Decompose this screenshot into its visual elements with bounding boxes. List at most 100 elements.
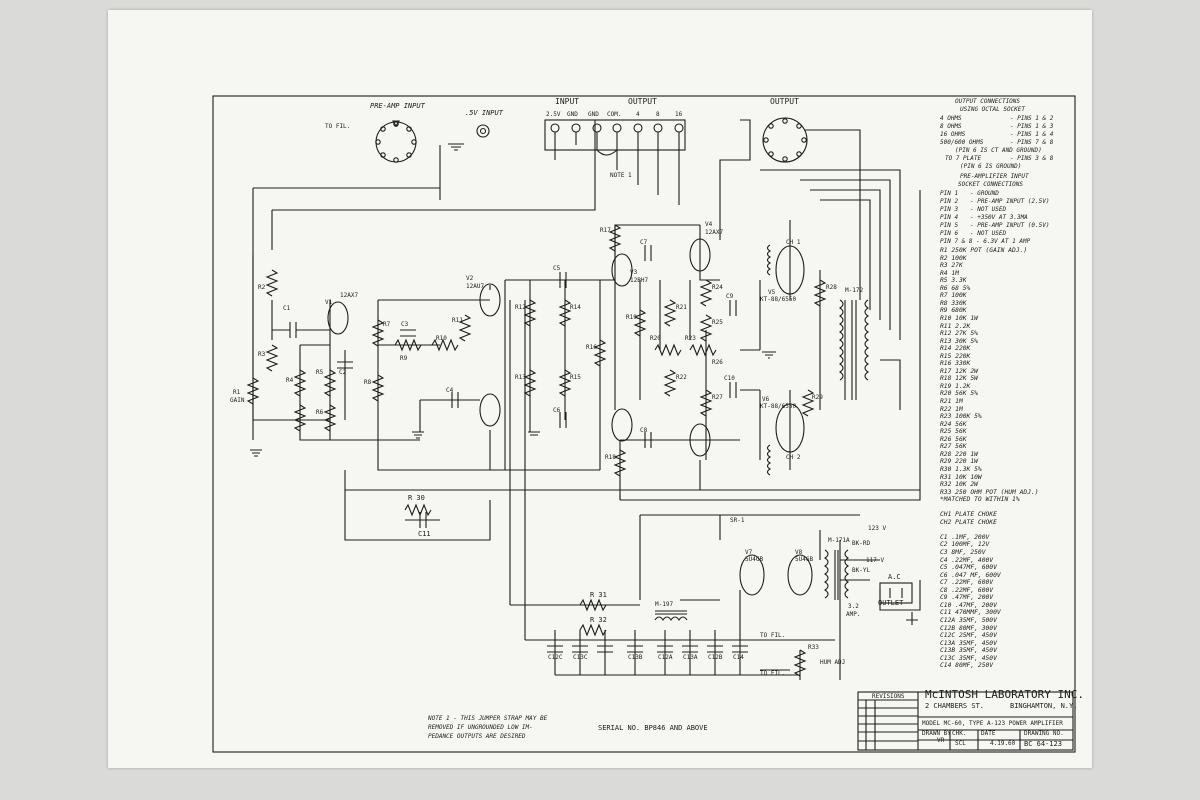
coax-jack — [476, 124, 490, 138]
tube-v3-type: 12BH7 — [630, 277, 649, 284]
preamp-pin: PIN 2 — [940, 198, 959, 205]
parts-list-item: C6 .047 MF, 600V — [940, 571, 1001, 579]
parts-list-item: R20 56K 5% — [940, 390, 978, 398]
preamp-pin: PIN 7 & 8 — [940, 238, 973, 245]
preamp-desc: - 6.3V AT 1 AMP — [976, 238, 1031, 245]
label-r20: R20 — [650, 335, 661, 342]
output-conn-row: 500/600 OHMS — [940, 139, 984, 146]
label-outlet: OUTLET — [878, 599, 904, 607]
label-c14: C14 — [733, 654, 744, 661]
terminal-com: COM. — [607, 111, 622, 118]
label-c13a: C13A — [683, 654, 698, 661]
date-value: 4.19.60 — [990, 740, 1016, 747]
preamp-desc: - NOT USED — [970, 230, 1007, 237]
label-c9: C9 — [726, 293, 734, 300]
parts-list-item: C12A 35MF, 500V — [940, 616, 997, 624]
terminal-gnd-2: GND — [588, 111, 599, 118]
drawing-no: BC 64-123 — [1024, 740, 1062, 748]
preamp-desc: - PRE-AMP INPUT (0.5V) — [970, 222, 1050, 229]
label-r8: R8 — [364, 379, 372, 386]
parts-list-item: R23 100K 5% — [940, 413, 982, 421]
parts-list-item: R12 27K 5% — [940, 330, 978, 338]
parts-list-item: C12C 25MF, 450V — [940, 632, 997, 640]
parts-list-item: R24 56K — [940, 420, 967, 428]
label-m197: M-197 — [655, 601, 674, 608]
label-ch2: CH 2 — [786, 454, 801, 461]
label-to-fil-2: TO FIL. — [760, 670, 786, 677]
parts-list-item: R26 56K — [940, 435, 967, 443]
company-city: BINGHAMTON, N.Y. — [1010, 702, 1078, 710]
label-m171a: M-171A — [828, 537, 850, 544]
parts-list-item: R11 2.2K — [940, 322, 971, 330]
label-bk-rd: BK-RD — [852, 540, 871, 547]
parts-list-item: R7 100K — [940, 292, 967, 300]
tube-v2: V2 — [466, 275, 474, 282]
parts-list-item: R18 12K 5W — [940, 375, 978, 383]
tube-v7: V7 — [745, 549, 753, 556]
tube-v7-type: 5U4GB — [745, 556, 764, 563]
parts-list-item: *MATCHED TO WITHIN 1% — [940, 496, 1020, 504]
label-r1: R1 — [233, 389, 241, 396]
preamp-pin: PIN 3 — [940, 206, 959, 213]
parts-list-item: C10 .47MF, 200V — [940, 601, 997, 609]
label-r19: R19 — [626, 314, 637, 321]
terminal-8: 8 — [656, 111, 660, 118]
parts-list-item: C2 100MF, 12V — [940, 541, 990, 549]
drawn-by-label: DRAWN BY — [922, 730, 951, 737]
serial-number: SERIAL NO. BP846 AND ABOVE — [598, 724, 708, 732]
parts-list-item: R14 220K — [940, 345, 971, 353]
output-socket-label: OUTPUT — [770, 97, 799, 106]
preamp-desc: - GROUND — [970, 190, 999, 197]
label-c4: C4 — [446, 387, 454, 394]
label-c6: C6 — [553, 407, 561, 414]
tube-v6-type: KT-88/6550 — [760, 403, 797, 410]
half-volt-input-label: .5V INPUT — [465, 109, 503, 117]
note1-label: NOTE 1 — [610, 172, 632, 179]
parts-list-item: R10 10K 1W — [940, 314, 978, 322]
resistors — [246, 224, 827, 677]
model-line: MODEL MC-60, TYPE A-123 POWER AMPLIFIER — [922, 720, 1063, 727]
terminal-gnd-1: GND — [567, 111, 578, 118]
tube-v1: V1 — [325, 299, 333, 306]
parts-list-item: R31 10K 10W — [940, 473, 982, 481]
drawn-by: VR — [937, 737, 945, 744]
parts-list-item: C9 .47MF, 200V — [940, 594, 994, 602]
output-conn-row: - PINS 1 & 4 — [1010, 131, 1054, 138]
tube-v8-type: 5U4GB — [795, 556, 814, 563]
output-conn-row: (PIN 6 IS CT AND GROUND) — [955, 147, 1042, 154]
parts-list-item: R30 1.3K 5% — [940, 465, 982, 473]
label-r3: R3 — [258, 351, 266, 358]
drawing-no-label: DRAWING NO. — [1024, 730, 1064, 737]
label-r14: R14 — [570, 304, 581, 311]
parts-list-item: C1 .1MF, 200V — [940, 533, 990, 541]
tubes — [327, 238, 813, 596]
label-c5: C5 — [553, 265, 561, 272]
preamp-pin: PIN 1 — [940, 190, 959, 197]
label-ch1: CH 1 — [786, 239, 801, 246]
label-117v: 117 V — [866, 557, 885, 564]
parts-list-item: R1 250K POT (GAIN ADJ.) — [940, 247, 1028, 254]
parts-list-item: R9 680K — [940, 307, 967, 315]
parts-list-item: R28 220 1W — [940, 450, 978, 458]
label-ac: A.C — [888, 573, 901, 581]
label-r5: R5 — [316, 369, 324, 376]
label-c1: C1 — [283, 305, 291, 312]
label-bk-yl: BK-YL — [852, 567, 871, 574]
label-r15: R15 — [570, 374, 581, 381]
output-conn-row: 8 OHMS — [940, 123, 962, 130]
label-r32: R 32 — [590, 616, 607, 624]
label-r17: R17 — [600, 227, 611, 234]
label-r31: R 31 — [590, 591, 607, 599]
output-conn-row: - PINS 1 & 3 — [1010, 123, 1054, 130]
checked-by: SCL — [955, 740, 966, 747]
label-c3: C3 — [401, 321, 409, 328]
parts-list-item: R5 3.3K — [940, 277, 967, 285]
parts-list-item: C13B 35MF, 450V — [940, 647, 997, 655]
parts-list-item: R15 220K — [940, 352, 971, 360]
note-line-1: NOTE 1 - THIS JUMPER STRAP MAY BE — [428, 715, 548, 722]
tube-v4-type: 12AX7 — [705, 229, 724, 236]
label-hum-adj: HUM ADJ — [820, 659, 846, 666]
label-c10: C10 — [724, 375, 735, 382]
label-r25: R25 — [712, 319, 723, 326]
preamp-connections-subtitle: SOCKET CONNECTIONS — [958, 181, 1024, 188]
